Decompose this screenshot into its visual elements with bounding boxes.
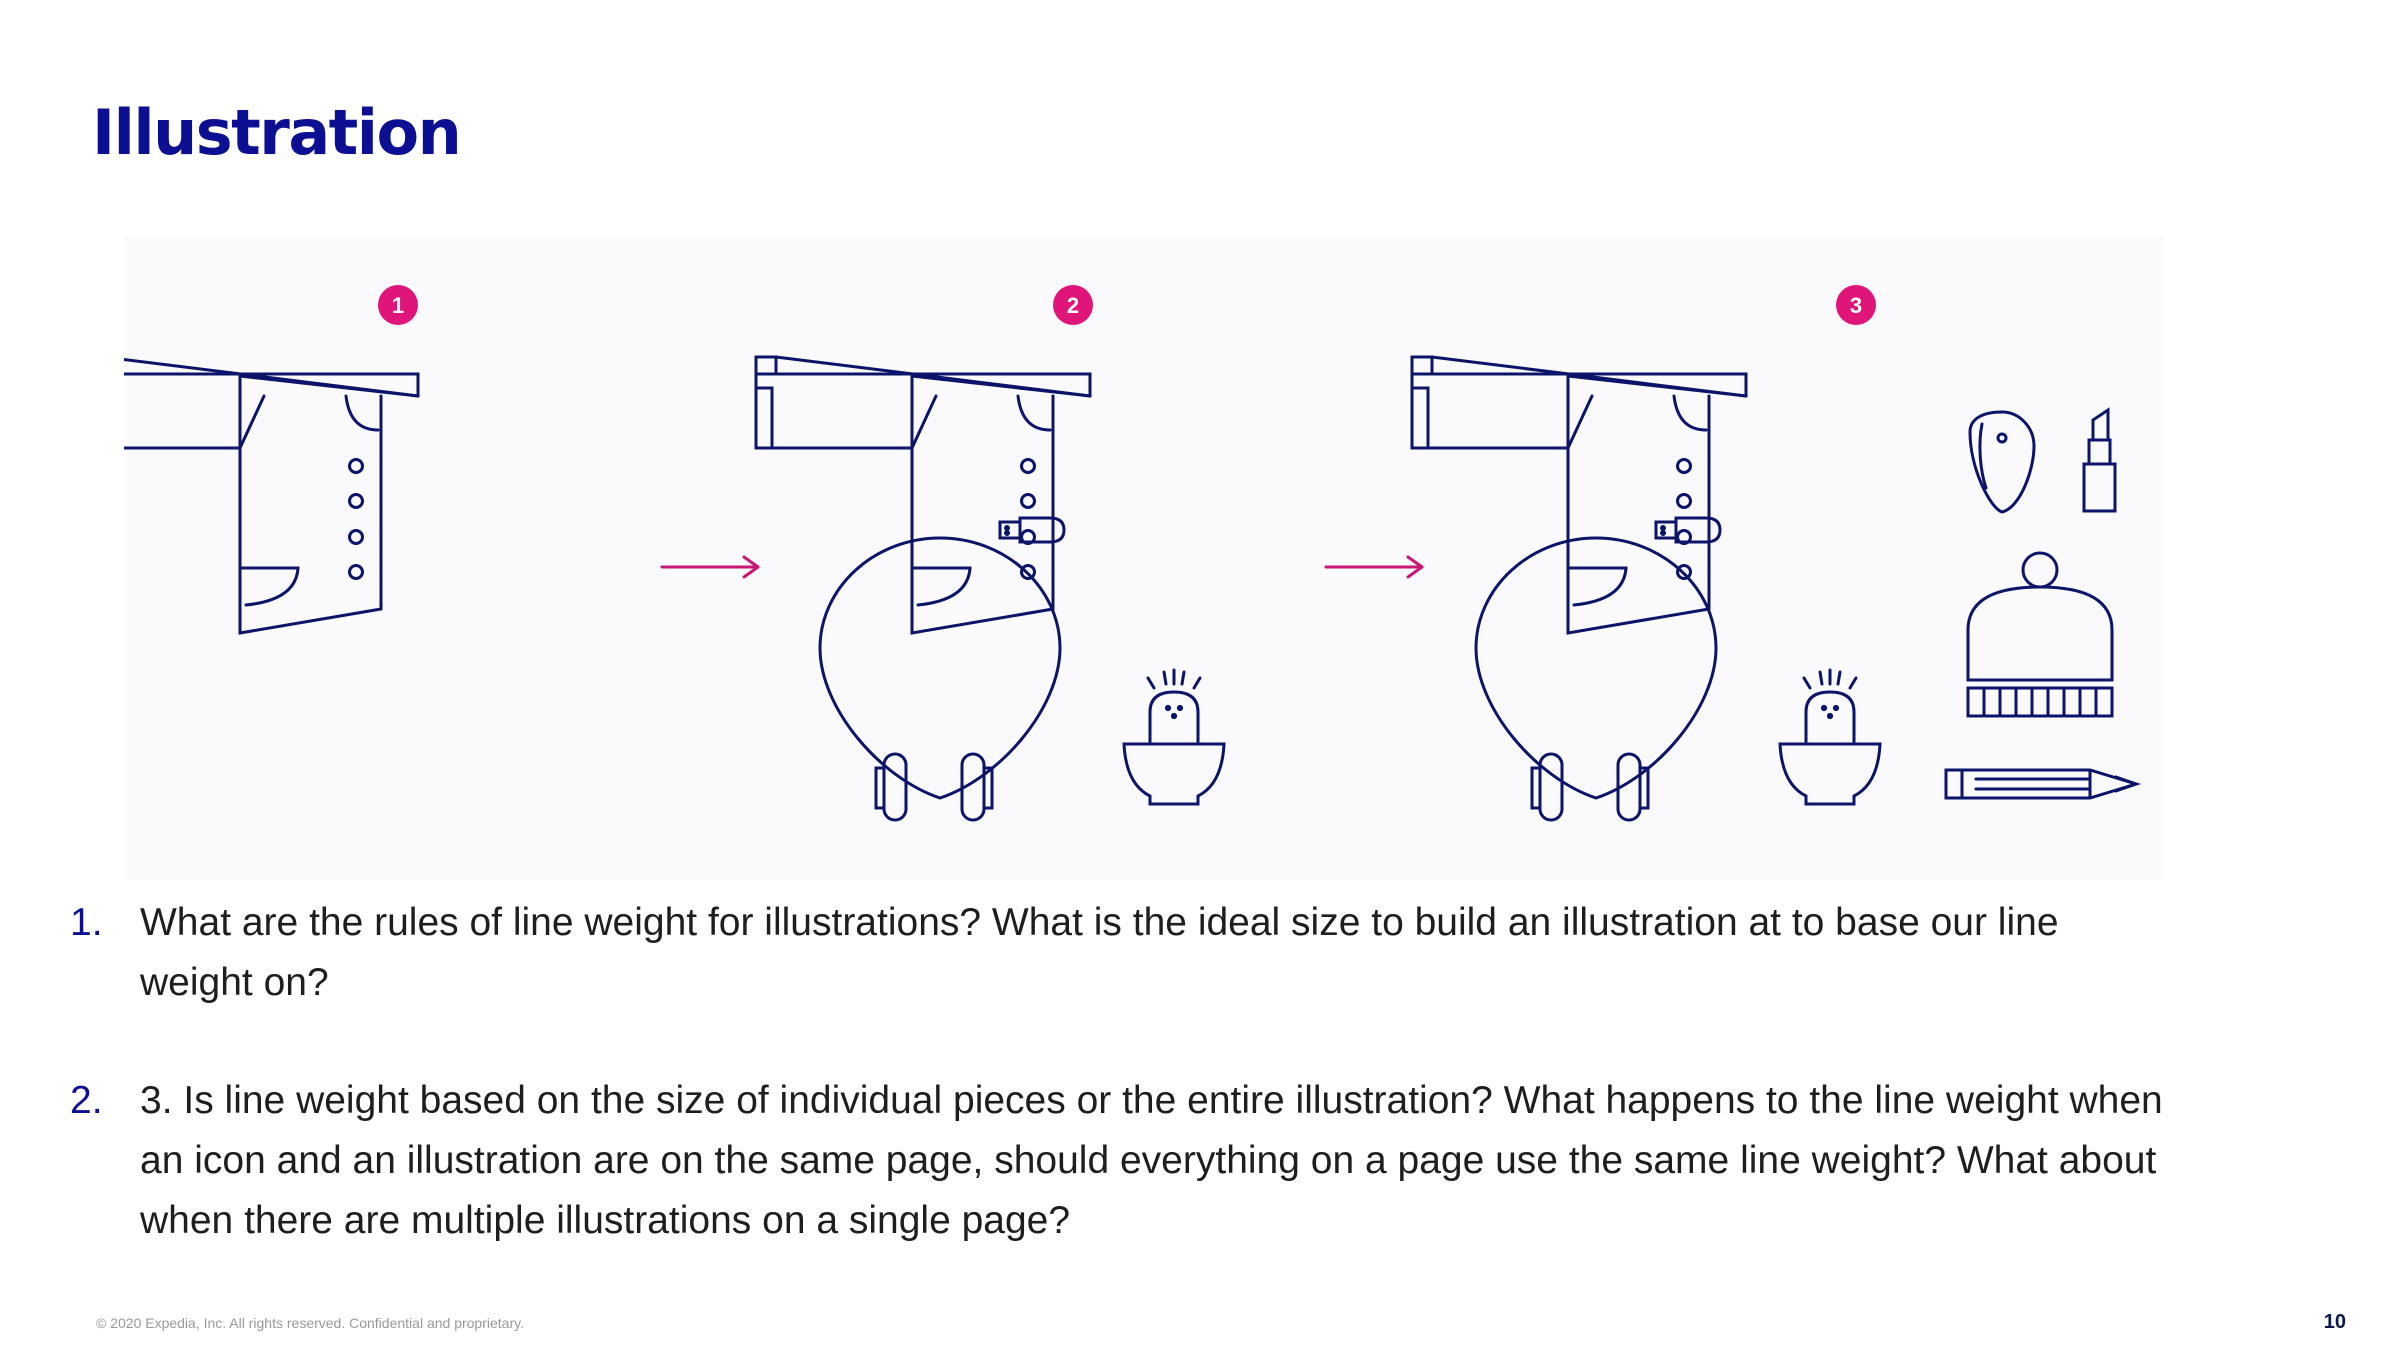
beanie-hat-icon <box>1966 551 2114 718</box>
step-badge: 1 <box>378 285 418 325</box>
step-number-1: 1 <box>392 293 404 318</box>
arrow-right-icon <box>660 555 760 579</box>
step-number-2: 2 <box>1067 293 1079 318</box>
shirt-icon <box>754 355 1092 635</box>
step-badge: 3 <box>1836 285 1876 325</box>
question-item: 2. 3. Is line weight based on the size o… <box>70 1071 2170 1251</box>
cactus-pot-icon <box>1122 668 1226 806</box>
shirt-icon <box>124 355 420 635</box>
question-text: 3. Is line weight based on the size of i… <box>140 1079 2163 1242</box>
shirt-icon <box>1410 355 1748 635</box>
page-number: 10 <box>2323 1311 2346 1333</box>
question-number: 1. <box>70 901 103 944</box>
pencil-icon <box>1944 768 2142 800</box>
line-weight-illustration: 1 2 3 <box>124 285 2142 822</box>
headphones-icon <box>818 536 1062 822</box>
headphones-icon <box>1474 536 1718 822</box>
slide-title: Illustration <box>92 96 462 169</box>
step-number-3: 3 <box>1850 293 1862 318</box>
question-text: What are the rules of line weight for il… <box>140 901 2059 1004</box>
step-badge: 2 <box>1053 285 1093 325</box>
arrow-right-icon <box>1324 555 1424 579</box>
question-item: 1. What are the rules of line weight for… <box>70 893 2170 1013</box>
cactus-pot-icon <box>1778 668 1882 806</box>
lipstick-icon <box>2082 407 2117 513</box>
copyright-footer: © 2020 Expedia, Inc. All rights reserved… <box>96 1315 524 1331</box>
computer-mouse-icon <box>1968 410 2036 514</box>
illustration-panel: 1 2 3 <box>124 236 2164 880</box>
question-number: 2. <box>70 1079 103 1122</box>
